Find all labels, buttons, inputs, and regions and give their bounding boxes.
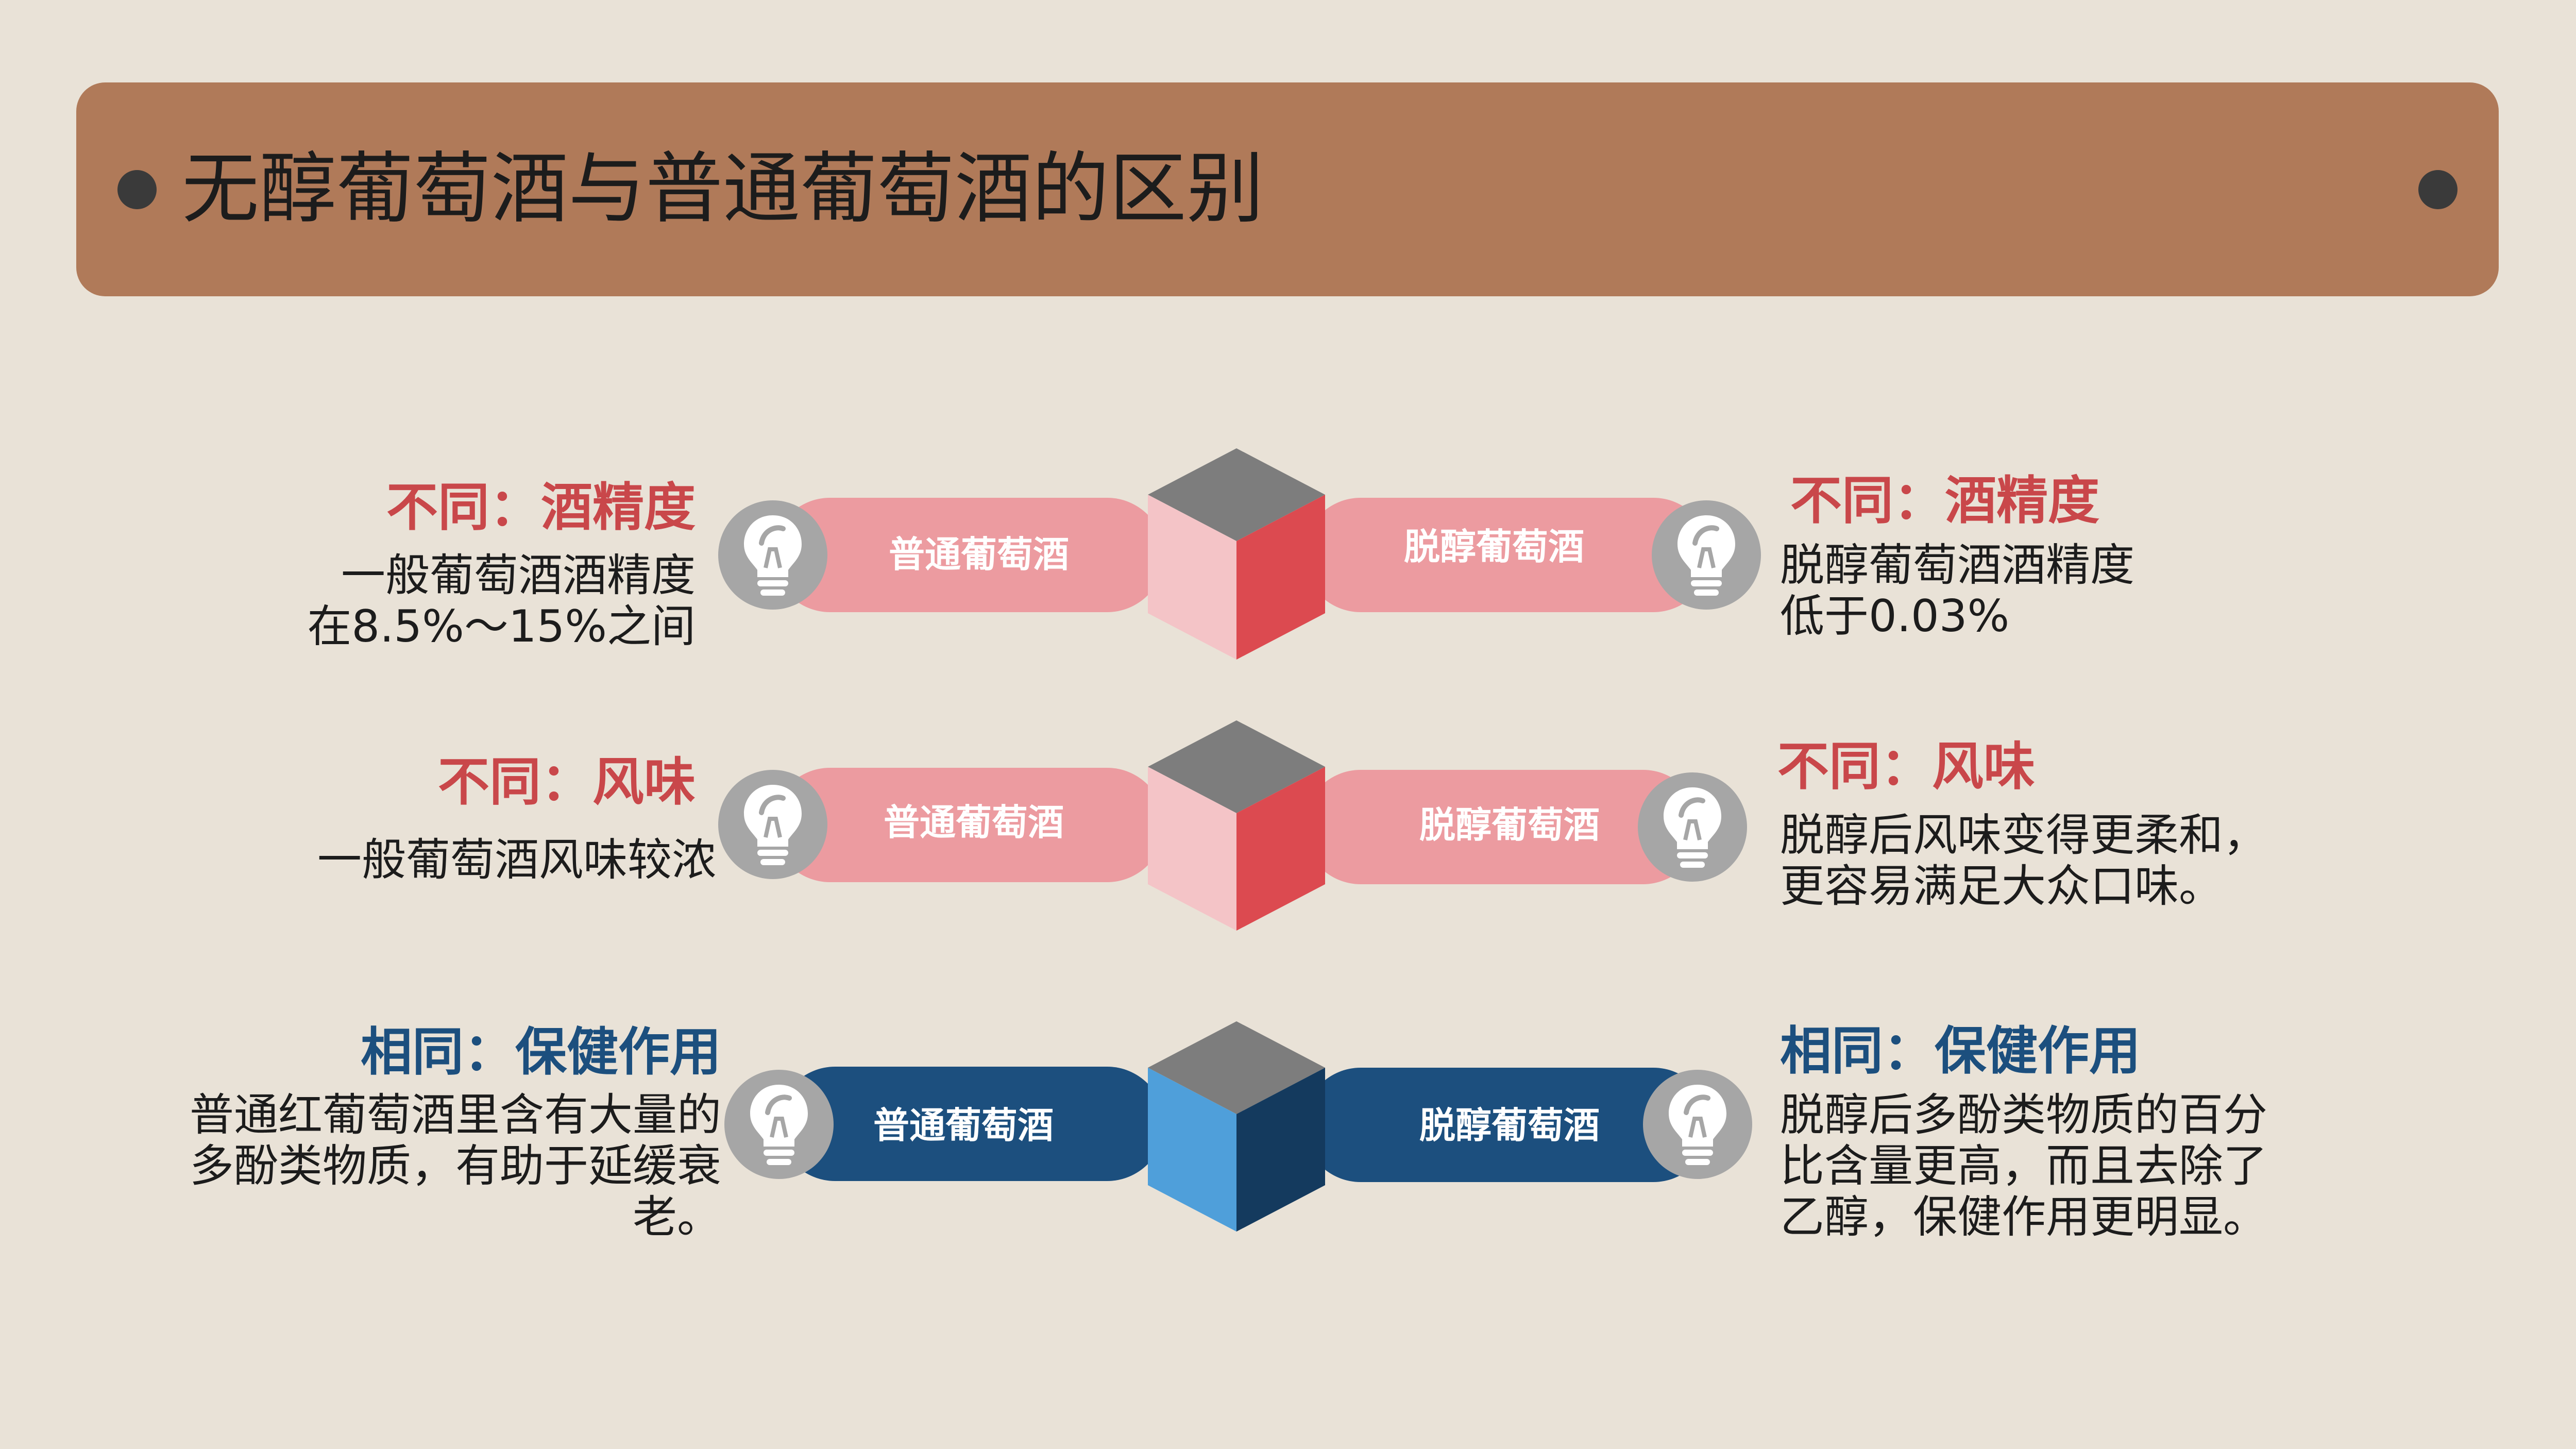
right-text-flavor: 脱醇后风味变得更柔和， 更容易满足大众口味。 xyxy=(1780,810,2267,912)
title-bullet-right xyxy=(2418,170,2458,209)
right-heading-alcohol: 不同：酒精度 xyxy=(1790,470,2099,531)
cube-right xyxy=(1236,767,1325,931)
cube-right xyxy=(1236,495,1325,660)
right-pill-label: 脱醇葡萄酒 xyxy=(1419,1104,1600,1147)
right-text-health: 脱醇后多酚类物质的百分 比含量更高，而且去除了 乙醇，保健作用更明显。 xyxy=(1780,1089,2267,1243)
left-text-alcohol: 一般葡萄酒酒精度 在8.5%～15%之间 xyxy=(307,550,696,652)
left-text-health: 普通红葡萄酒里含有大量的 多酚类物质，有助于延缓衰 老。 xyxy=(190,1089,721,1243)
title-bullet-left xyxy=(117,170,157,209)
row-flavor xyxy=(718,720,1747,931)
left-text-flavor: 一般葡萄酒风味较浓 xyxy=(317,834,716,886)
row-alcohol xyxy=(718,448,1761,660)
left-pill xyxy=(778,1067,1164,1181)
right-pill-label: 脱醇葡萄酒 xyxy=(1404,526,1584,568)
left-heading-health: 相同：保健作用 xyxy=(361,1022,721,1082)
right-pill xyxy=(1303,1068,1710,1182)
left-pill xyxy=(773,768,1164,882)
left-pill-label: 普通葡萄酒 xyxy=(873,1104,1054,1147)
right-pill xyxy=(1303,770,1700,884)
left-pill xyxy=(773,498,1164,612)
left-heading-alcohol: 不同：酒精度 xyxy=(386,477,696,537)
right-heading-health: 相同：保健作用 xyxy=(1780,1021,2141,1081)
row-health xyxy=(724,1021,1752,1232)
cube-left xyxy=(1148,767,1236,931)
right-pill-label: 脱醇葡萄酒 xyxy=(1419,804,1600,846)
right-heading-flavor: 不同：风味 xyxy=(1777,736,2035,797)
title-banner: 无醇葡萄酒与普通葡萄酒的区别 xyxy=(76,82,2499,296)
page-title: 无醇葡萄酒与普通葡萄酒的区别 xyxy=(182,144,1264,234)
right-pill xyxy=(1303,498,1710,612)
cube-right xyxy=(1236,1068,1325,1232)
cube-left xyxy=(1148,495,1236,660)
left-pill-label: 普通葡萄酒 xyxy=(884,801,1064,844)
left-pill-label: 普通葡萄酒 xyxy=(889,533,1069,576)
left-heading-flavor: 不同：风味 xyxy=(438,752,696,812)
right-text-alcohol: 脱醇葡萄酒酒精度 低于0.03% xyxy=(1780,540,2134,642)
cube-left xyxy=(1148,1068,1236,1232)
